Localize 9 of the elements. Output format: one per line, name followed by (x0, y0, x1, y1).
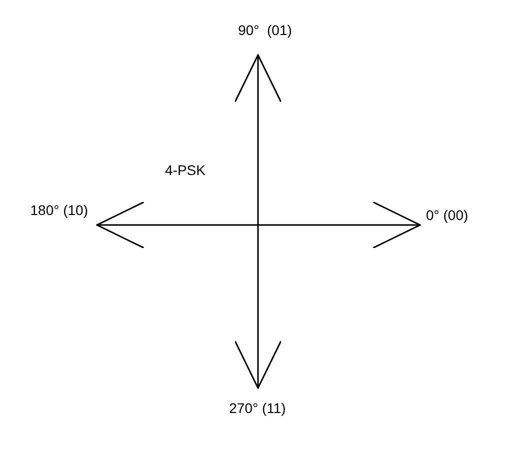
modulation-label: 4-PSK (165, 162, 206, 178)
phase-label: 270° (11) (229, 400, 286, 416)
arrow (234, 54, 282, 225)
arrow (258, 201, 421, 249)
arrow (96, 201, 258, 249)
phase-label: 90° (01) (238, 22, 292, 38)
arrow (234, 225, 282, 389)
phase-label: 180° (10) (30, 202, 88, 218)
phase-label: 0° (00) (426, 207, 468, 223)
